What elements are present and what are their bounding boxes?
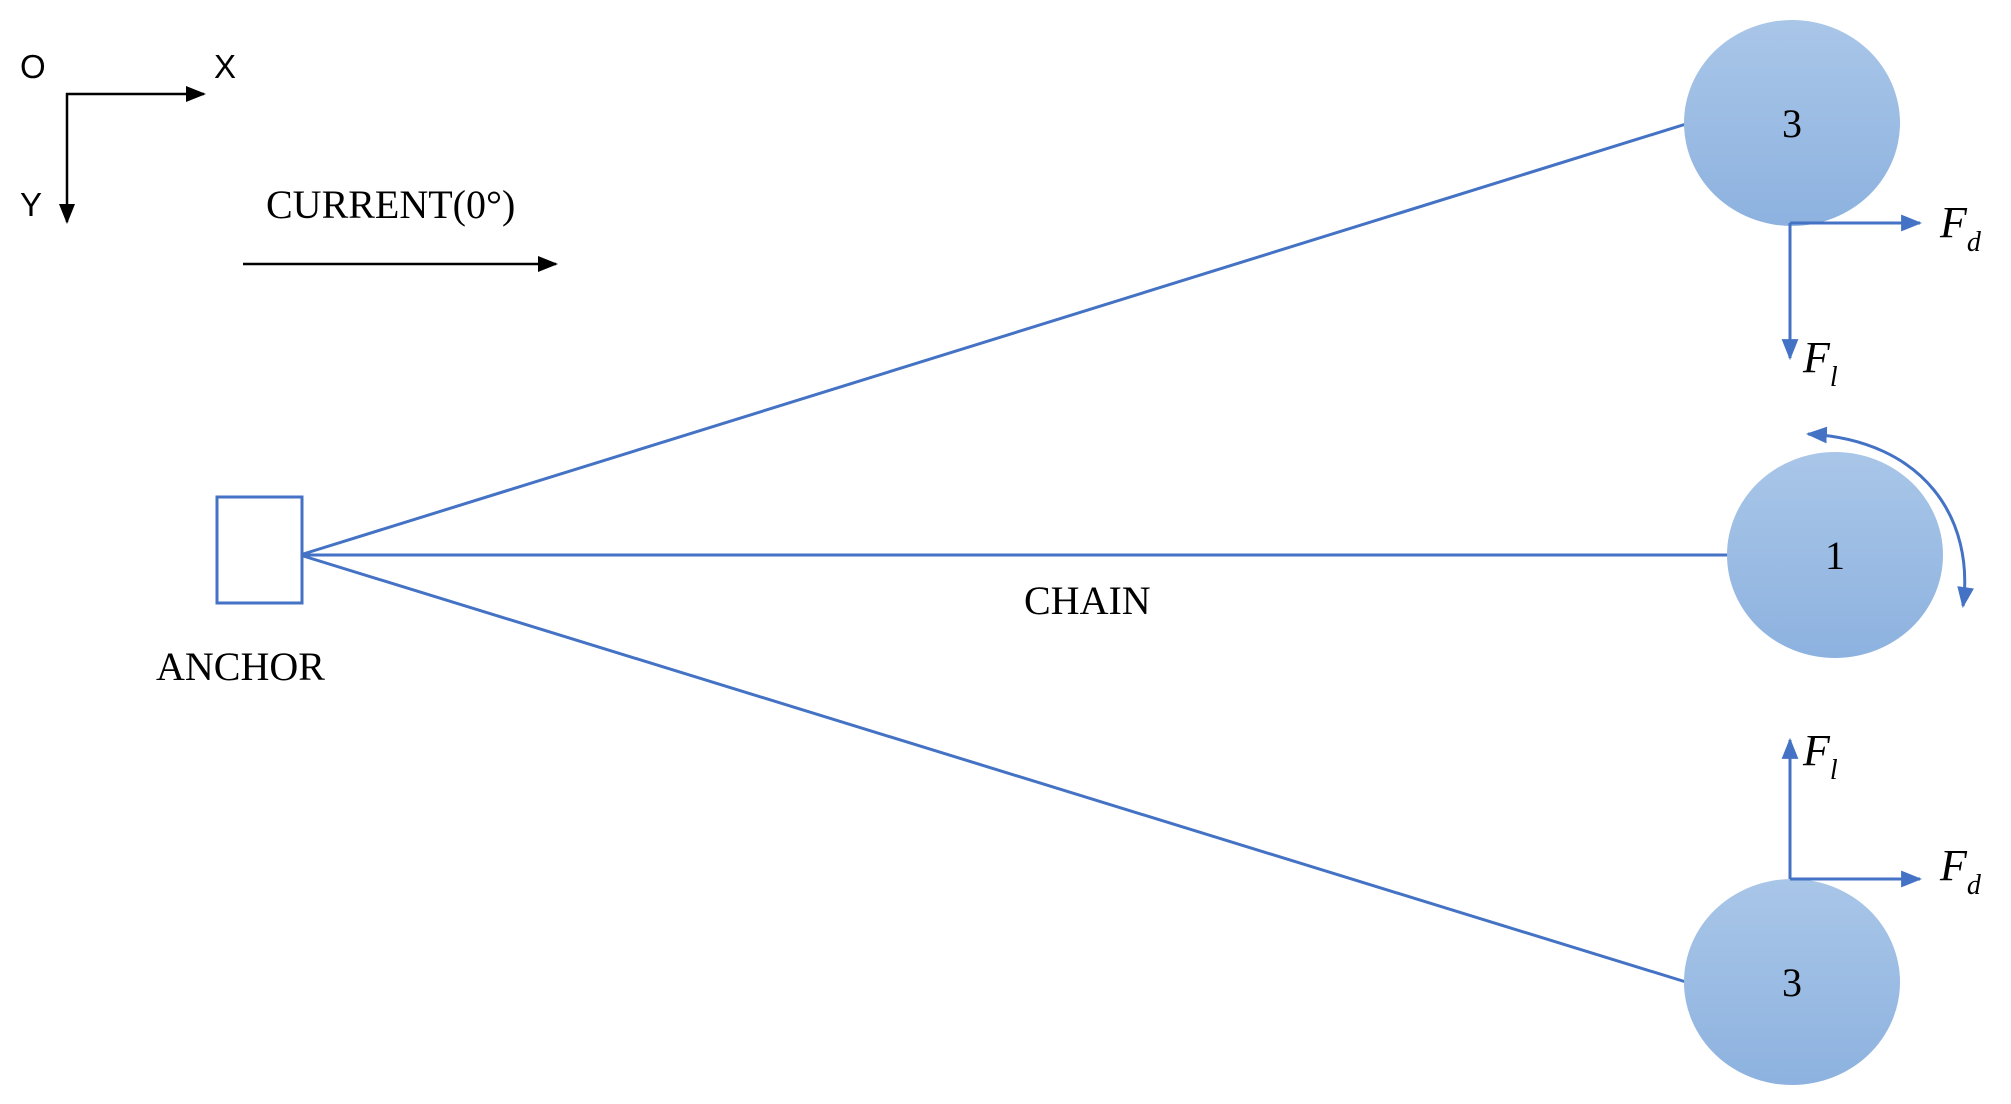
x-axis-label: X	[214, 48, 236, 85]
drag-force-bottom-label: Fd	[1939, 841, 1982, 901]
anchor-box	[215, 495, 304, 605]
coordinate-axes: O X Y	[20, 48, 236, 224]
rotation-arrow	[1805, 426, 1974, 609]
anchor-label: ANCHOR	[156, 644, 325, 689]
buoy-bottom: 3	[1684, 879, 1900, 1085]
lift-force-bottom-label: Fl	[1802, 726, 1838, 786]
buoy-middle-label: 1	[1825, 533, 1845, 578]
buoy-top: 3	[1684, 20, 1900, 226]
current-label: CURRENT(0°)	[266, 182, 515, 227]
y-axis-label: Y	[20, 186, 42, 223]
buoy-bottom-label: 3	[1782, 960, 1802, 1005]
drag-force-top-label: Fd	[1939, 198, 1982, 258]
chain-upper	[299, 122, 1687, 557]
buoy-top-circle	[1684, 20, 1900, 226]
chains: CHAIN	[299, 122, 1730, 984]
buoy-bottom-circle	[1684, 879, 1900, 1085]
anchor: ANCHOR	[156, 495, 325, 689]
buoy-middle: 1	[1727, 426, 1974, 658]
current-indicator: CURRENT(0°)	[243, 182, 558, 272]
forces-bottom: Fd Fl	[1781, 726, 1982, 901]
lift-force-top-label: Fl	[1802, 333, 1838, 393]
forces-top: Fd Fl	[1781, 198, 1982, 393]
origin-label: O	[20, 48, 46, 85]
chain-label: CHAIN	[1024, 578, 1151, 623]
chain-lower	[299, 553, 1687, 984]
buoy-top-label: 3	[1782, 101, 1802, 146]
